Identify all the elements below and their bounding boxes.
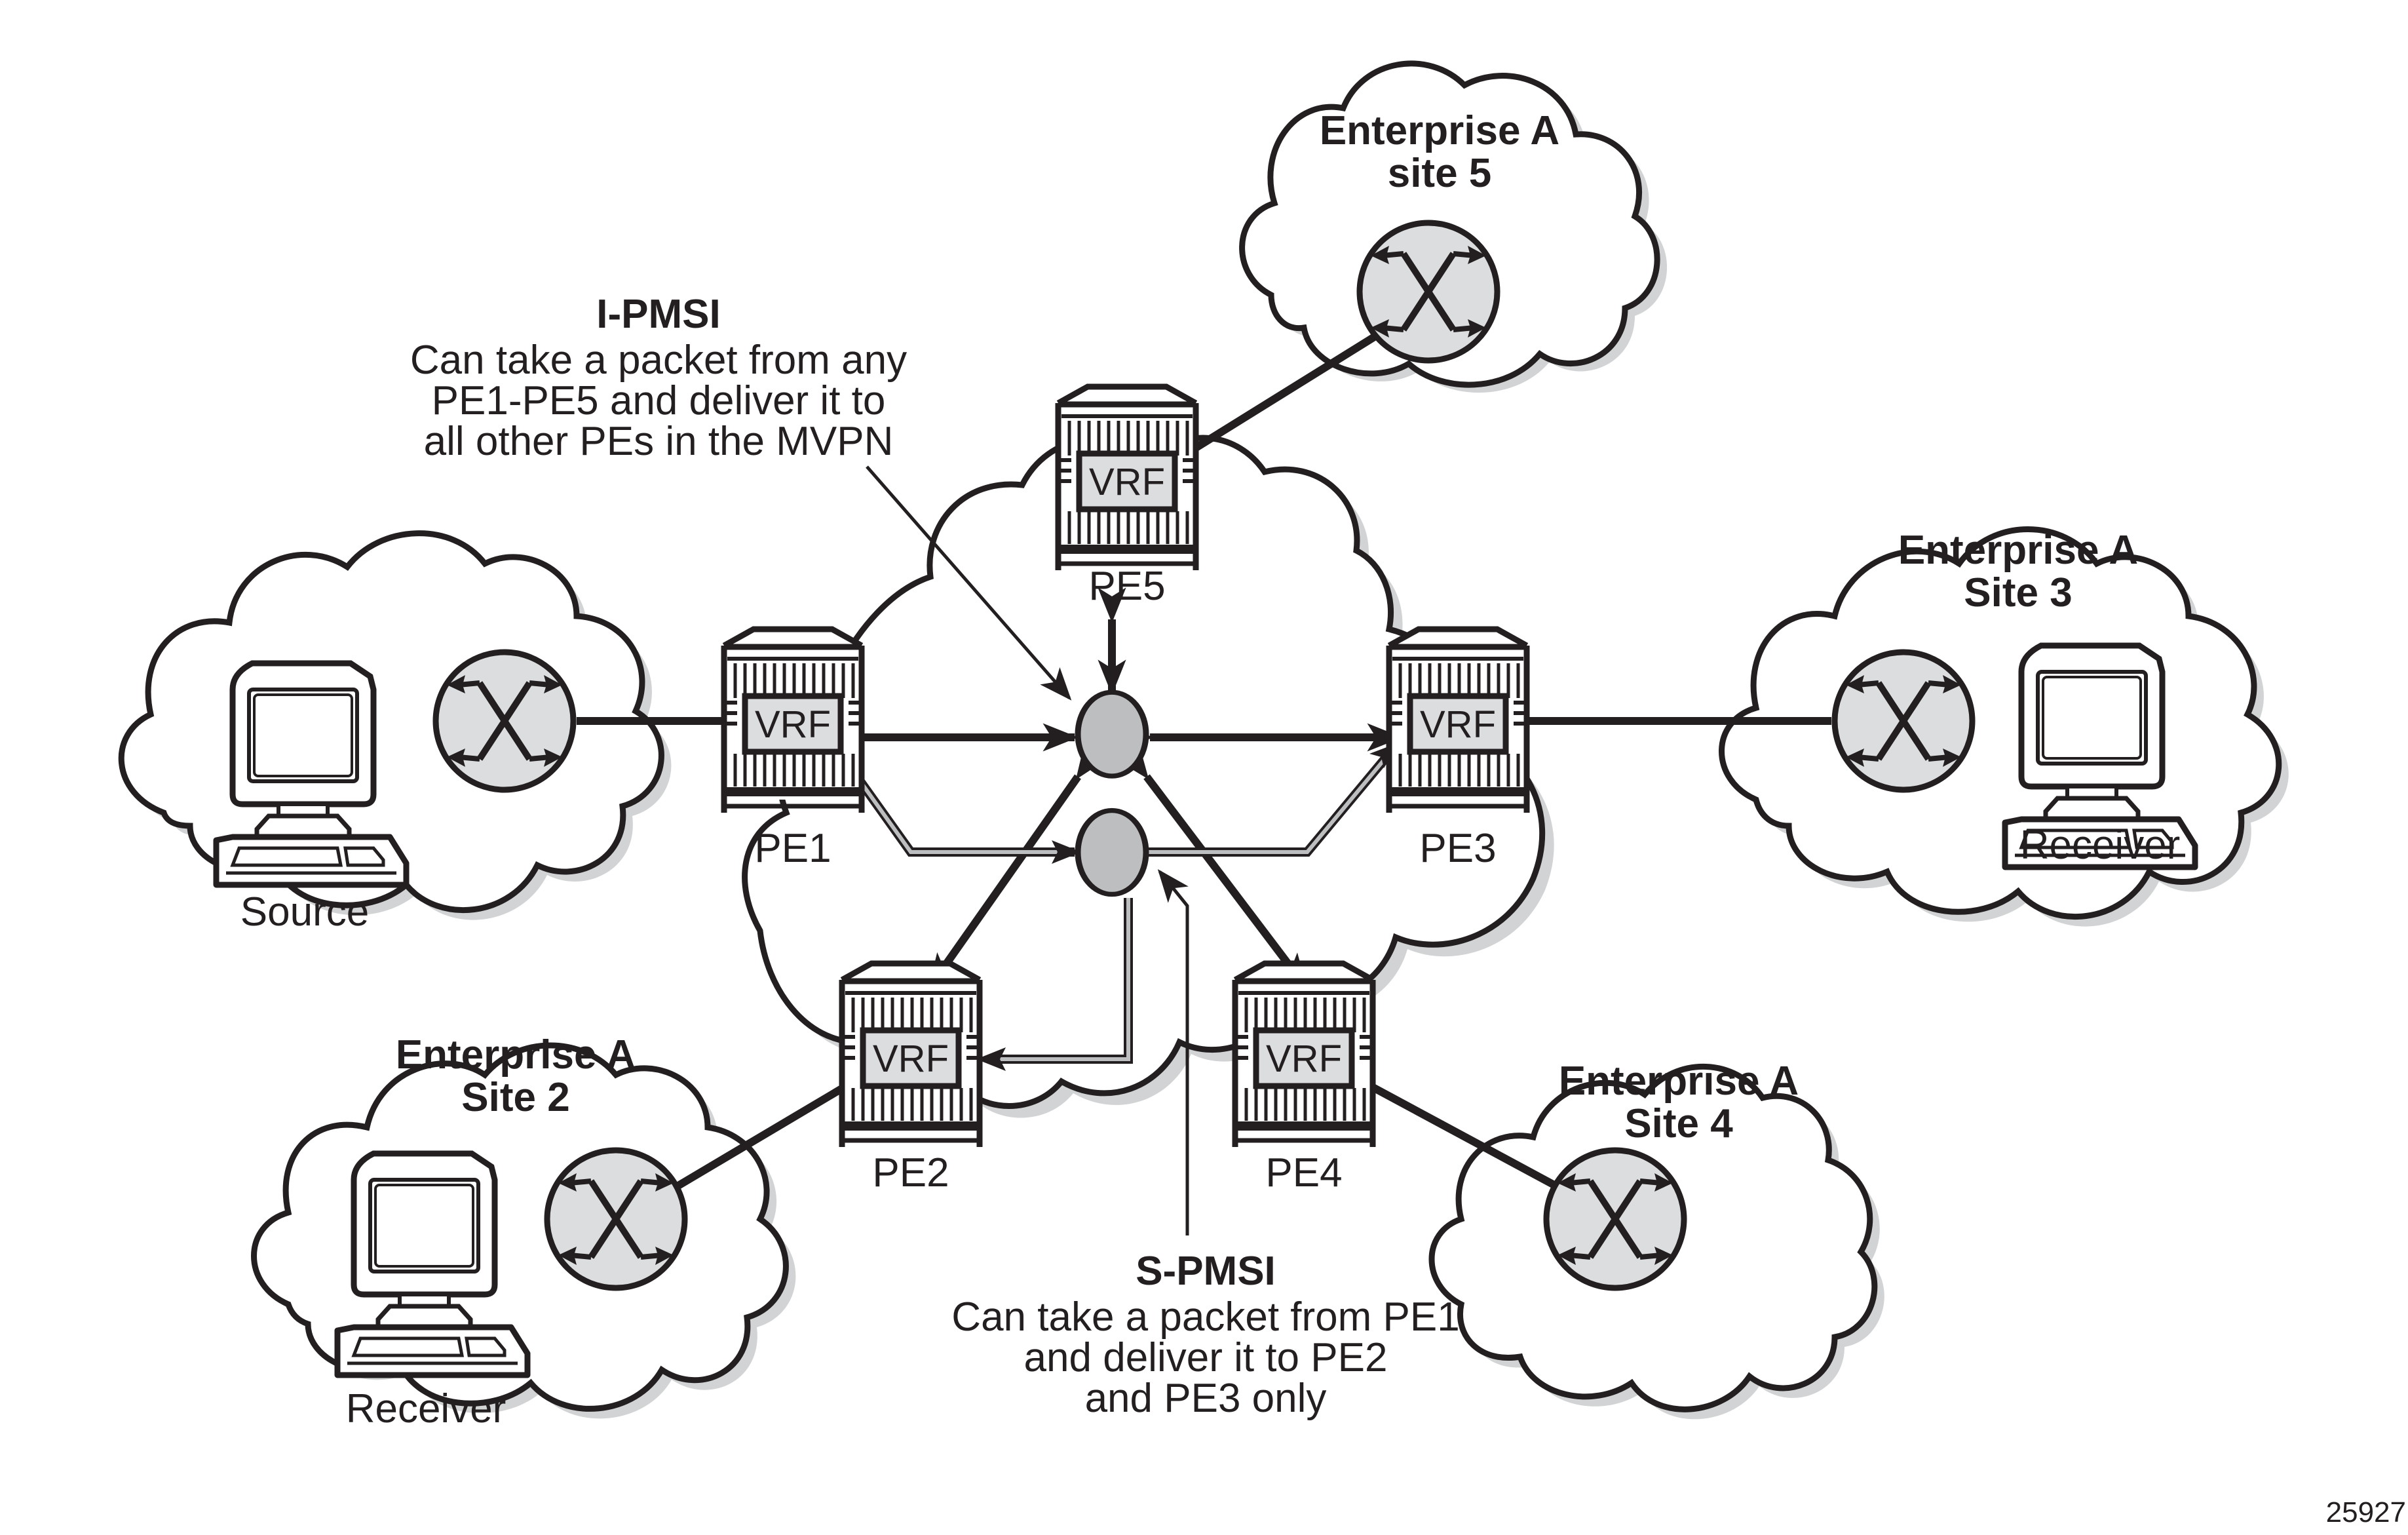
router-icon <box>547 1150 685 1288</box>
s-pmsi-line-2: and deliver it to PE2 <box>1024 1335 1388 1380</box>
router-icon <box>1360 223 1497 360</box>
s-pmsi-callout-leader <box>1157 869 1189 1235</box>
s-pmsi-arrowhead-pe2 <box>976 1047 1006 1071</box>
vrf-label-pe2: VRF <box>873 1038 949 1080</box>
s-pmsi-path-pe2-inner <box>989 898 1130 1061</box>
s-pmsi-arrowhead-node <box>1052 840 1081 864</box>
ce-router-site2[interactable] <box>547 1150 685 1288</box>
vrf-label-pe5: VRF <box>1089 461 1165 503</box>
workstation-receiver-site2[interactable]: Receiver <box>337 1154 527 1431</box>
pe-router-pe3[interactable]: VRF PE3 <box>1389 629 1527 871</box>
i-pmsi-line-2: PE1-PE5 and deliver it to <box>432 378 886 423</box>
site-label-site5: Enterprise A site 5 <box>1320 108 1559 196</box>
pe-label-pe1: PE1 <box>754 826 831 871</box>
site-label-site4: Enterprise A Site 4 <box>1559 1059 1799 1146</box>
i-pmsi-node[interactable] <box>1075 690 1149 779</box>
svg-text:Enterprise A: Enterprise A <box>1559 1059 1799 1104</box>
i-pmsi-link-pe2 <box>927 742 1108 990</box>
svg-text:Enterprise A: Enterprise A <box>1898 528 2138 573</box>
link-pe4-site4 <box>1348 1071 1565 1194</box>
i-pmsi-links <box>831 587 1403 990</box>
link-pe2-site2 <box>669 1071 868 1194</box>
i-pmsi-title: I-PMSI <box>596 292 720 337</box>
vrf-label-pe4: VRF <box>1266 1038 1342 1080</box>
i-pmsi-link-pe4 <box>1116 743 1309 990</box>
svg-text:Site 2: Site 2 <box>461 1075 569 1120</box>
i-pmsi-line-3: all other PEs in the MVPN <box>424 419 894 464</box>
pe-label-pe2: PE2 <box>872 1150 949 1195</box>
router-icon <box>1546 1150 1684 1288</box>
device-label-source: Source <box>240 889 369 935</box>
s-pmsi-line-1: Can take a packet from PE1 <box>951 1294 1459 1340</box>
svg-text:site 5: site 5 <box>1388 151 1492 196</box>
pe-router-pe2[interactable]: VRF PE2 <box>842 963 980 1195</box>
router-icon <box>1835 652 1972 790</box>
pe-label-pe4: PE4 <box>1265 1150 1342 1195</box>
s-pmsi-title: S-PMSI <box>1136 1249 1276 1294</box>
link-pe5-site5 <box>1170 324 1392 466</box>
ce-router-site3[interactable] <box>1835 652 1972 790</box>
workstation-receiver-site3[interactable]: Receiver <box>2005 646 2195 868</box>
device-label-receiver-site3: Receiver <box>2020 823 2181 868</box>
pe-router-pe5[interactable]: VRF PE5 <box>1058 387 1196 609</box>
pe-label-pe5: PE5 <box>1088 564 1165 609</box>
svg-text:Enterprise A: Enterprise A <box>396 1032 636 1078</box>
s-pmsi-links <box>841 743 1399 1071</box>
s-pmsi-path-pe3-inner <box>1147 752 1391 854</box>
svg-text:Site 3: Site 3 <box>1964 570 2072 615</box>
site-label-site3: Enterprise A Site 3 <box>1898 528 2138 615</box>
ce-router-site4[interactable] <box>1546 1150 1684 1288</box>
s-pmsi-line-3: and PE3 only <box>1085 1376 1327 1421</box>
figure-number: 25927 <box>2326 1496 2406 1528</box>
ce-router-site5[interactable] <box>1360 223 1497 360</box>
svg-text:Site 4: Site 4 <box>1624 1101 1733 1146</box>
i-pmsi-line-1: Can take a packet from any <box>410 338 907 383</box>
s-pmsi-node[interactable] <box>1075 807 1149 897</box>
pe-router-pe4[interactable]: VRF PE4 <box>1235 963 1373 1195</box>
site-label-site2: Enterprise A Site 2 <box>396 1032 636 1120</box>
workstation-source[interactable]: Source <box>216 663 406 935</box>
device-label-receiver-site2: Receiver <box>346 1386 506 1431</box>
pe-label-pe3: PE3 <box>1419 826 1496 871</box>
vrf-label-pe1: VRF <box>755 703 831 746</box>
router-icon <box>436 652 573 790</box>
pe-router-pe1[interactable]: VRF PE1 <box>724 629 862 871</box>
i-pmsi-callout-leader <box>866 465 1072 701</box>
s-pmsi-annotation: S-PMSI Can take a packet from PE1 and de… <box>951 1249 1459 1421</box>
svg-text:Enterprise A: Enterprise A <box>1320 108 1559 153</box>
vrf-label-pe3: VRF <box>1420 703 1496 746</box>
ce-router-site1[interactable] <box>436 652 573 790</box>
i-pmsi-annotation: I-PMSI Can take a packet from any PE1-PE… <box>410 292 907 464</box>
s-pmsi-path-pe1-inner <box>843 759 1075 854</box>
